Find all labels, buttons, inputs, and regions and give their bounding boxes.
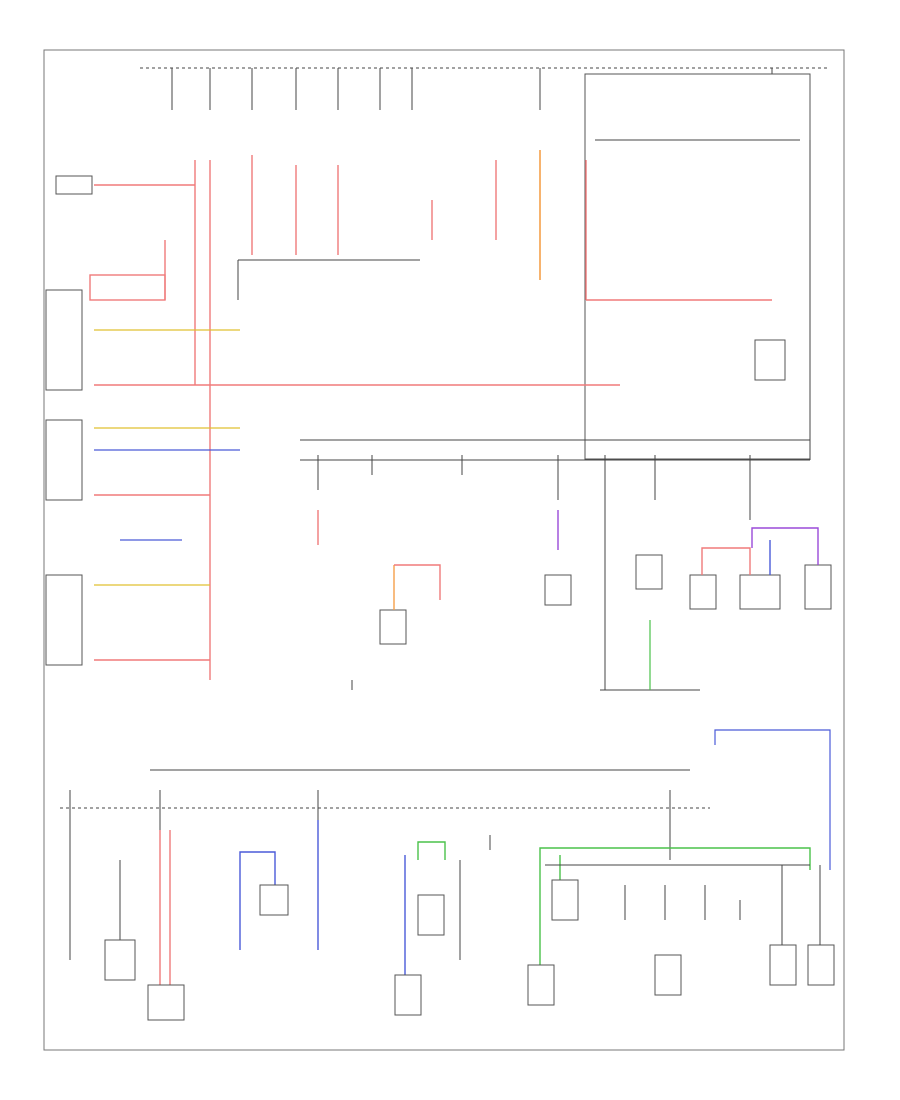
blue-wire-right xyxy=(714,729,831,870)
ground-symbols xyxy=(351,680,491,850)
signal-wires-left xyxy=(94,329,240,586)
red-wires-upper xyxy=(251,155,772,301)
middle-wires xyxy=(317,510,819,610)
middle-modules xyxy=(379,339,832,645)
sheet-frame xyxy=(43,49,845,1051)
middle-drops xyxy=(317,455,751,691)
gray-mid-bus xyxy=(237,140,811,461)
control-unit-frame xyxy=(584,73,811,460)
bottom-colored-wires xyxy=(159,820,811,985)
bottom-components xyxy=(104,879,835,1021)
left-connectors xyxy=(45,175,93,666)
bottom-right-harness xyxy=(545,864,821,945)
red-wires-left xyxy=(89,160,620,680)
bottom-drops xyxy=(69,790,671,960)
